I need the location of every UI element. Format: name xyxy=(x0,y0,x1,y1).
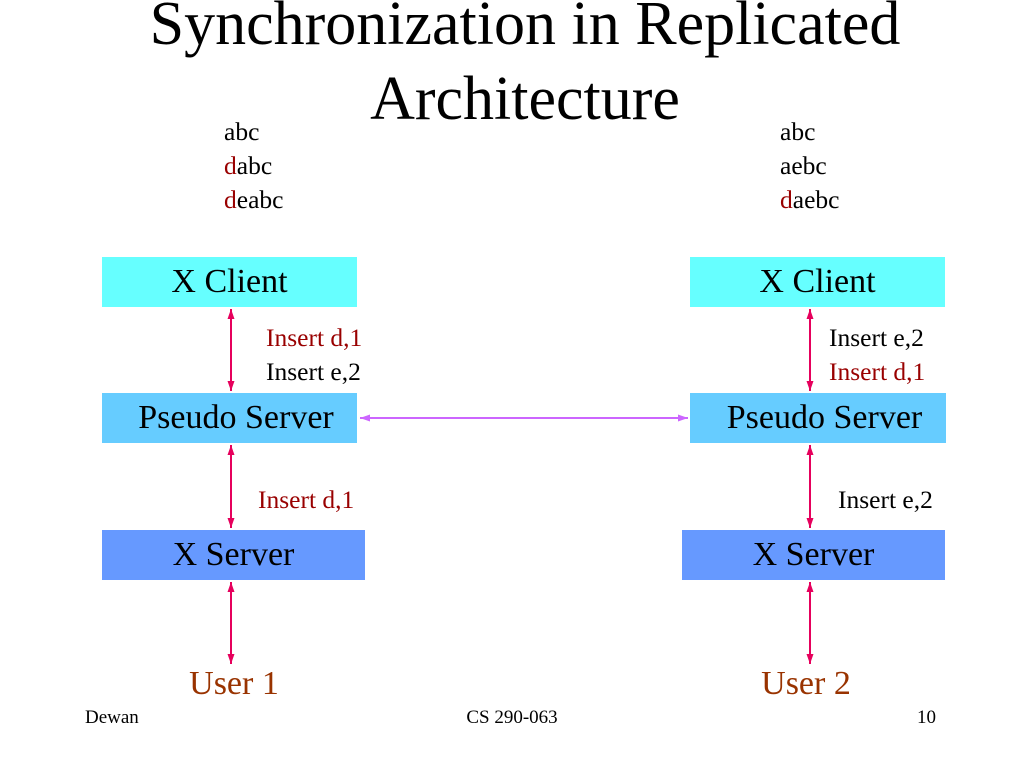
right-client-messages: Insert e,2 Insert d,1 xyxy=(829,321,925,389)
inserted-text: d xyxy=(224,151,237,180)
footer-page-number: 10 xyxy=(917,707,936,728)
footer-course: CS 290-063 xyxy=(466,707,558,728)
state-text: aebc xyxy=(792,185,840,214)
message: Insert e,2 xyxy=(838,485,933,514)
user-2-label: User 2 xyxy=(761,665,851,702)
left-x-client-box: X Client xyxy=(102,257,357,307)
slide-title: Synchronization in Replicated Architectu… xyxy=(30,0,1020,137)
state-text: abc xyxy=(224,117,260,146)
message: Insert d,1 xyxy=(258,485,355,514)
document-state: dabc xyxy=(224,149,283,183)
right-server-messages: Insert e,2 xyxy=(838,483,933,517)
inserted-text: d xyxy=(780,185,793,214)
state-text: aebc xyxy=(780,151,827,180)
right-x-server-box: X Server xyxy=(682,530,945,580)
message: Insert d,1 xyxy=(829,357,926,386)
right-pseudo-server-box: Pseudo Server xyxy=(690,393,946,443)
left-document-states: abc dabc deabc xyxy=(224,115,283,217)
state-text: abc xyxy=(780,117,816,146)
right-document-states: abc aebc daebc xyxy=(780,115,839,217)
message: Insert e,2 xyxy=(266,357,361,386)
footer-author: Dewan xyxy=(85,707,139,728)
message: Insert d,1 xyxy=(266,323,363,352)
left-x-server-box: X Server xyxy=(102,530,365,580)
right-x-client-box: X Client xyxy=(690,257,945,307)
user-1-label: User 1 xyxy=(189,665,279,702)
title-line-1: Synchronization in Replicated xyxy=(149,0,901,58)
document-state: abc xyxy=(780,115,839,149)
document-state: abc xyxy=(224,115,283,149)
message: Insert e,2 xyxy=(829,323,924,352)
document-state: daebc xyxy=(780,183,839,217)
state-text: eabc xyxy=(236,185,284,214)
document-state: aebc xyxy=(780,149,839,183)
state-text: abc xyxy=(236,151,273,180)
left-pseudo-server-box: Pseudo Server xyxy=(102,393,357,443)
left-client-messages: Insert d,1 Insert e,2 xyxy=(266,321,362,389)
document-state: deabc xyxy=(224,183,283,217)
title-line-2: Architecture xyxy=(370,65,680,133)
inserted-text: d xyxy=(224,185,237,214)
left-server-messages: Insert d,1 xyxy=(258,483,354,517)
